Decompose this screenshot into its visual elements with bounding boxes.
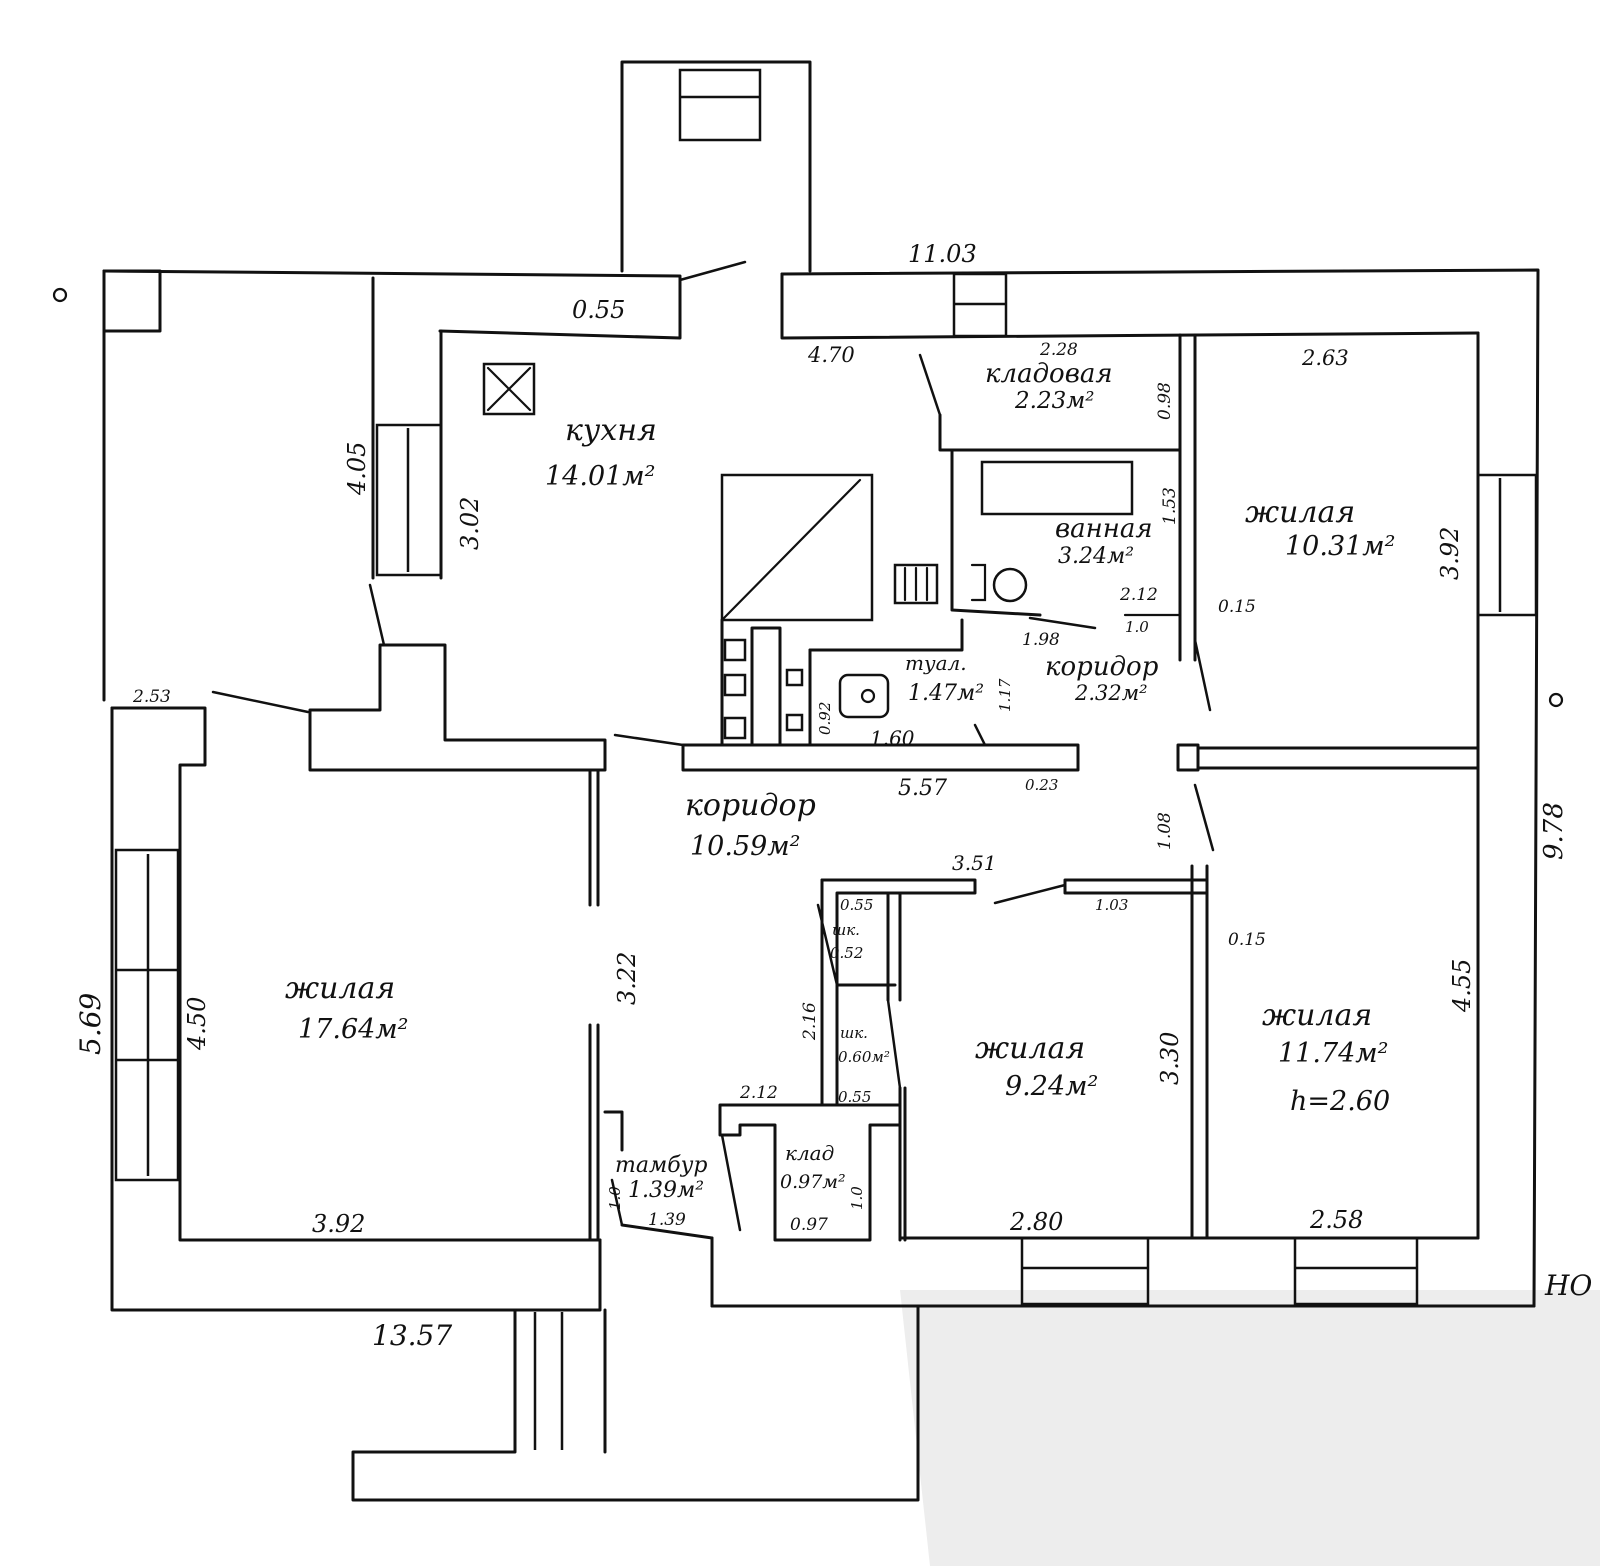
closet-1-dims: 0.52 <box>830 944 863 962</box>
closet-2-area: 0.60м² <box>838 1048 890 1066</box>
kitchen-area: 14.01м² <box>545 461 656 492</box>
dim-overall-left: 5.69 <box>74 993 107 1055</box>
living-center-name: жилая <box>975 1031 1085 1066</box>
dim-wall-015-b: 0.15 <box>1228 930 1266 950</box>
toilet-name: туал. <box>905 651 967 675</box>
storage-top-name: кладовая <box>985 359 1113 389</box>
living-top-right-name: жилая <box>1245 495 1355 530</box>
dim-storage-depth: 0.98 <box>1155 382 1175 420</box>
dim-overall-right: 9.78 <box>1539 802 1569 860</box>
dim-living-left-width: 3.92 <box>312 1210 365 1238</box>
bath-name: ванная <box>1055 514 1153 544</box>
storage-small-name: клад <box>785 1141 834 1165</box>
living-left-area: 17.64м² <box>298 1014 409 1045</box>
living-center-area: 9.24м² <box>1005 1071 1098 1102</box>
living-top-right-area: 10.31м² <box>1285 531 1396 562</box>
corridor-small-name: коридор <box>1045 652 1159 682</box>
dim-living-center-width: 2.80 <box>1009 1208 1063 1236</box>
living-left-name: жилая <box>285 971 395 1006</box>
room-labels: кухня 14.01м² кладовая 2.23м² ванная 3.2… <box>285 359 1396 1203</box>
closet-2-name: шк. <box>840 1024 868 1042</box>
punch-hole-left <box>52 287 68 303</box>
dim-corridor-wall: 0.23 <box>1025 776 1058 794</box>
dim-closet-wall-width: 3.51 <box>952 851 997 875</box>
dim-bath-height: 1.53 <box>1160 487 1180 525</box>
washbasin-icon <box>992 567 1028 603</box>
bath-area: 3.24м² <box>1058 544 1134 569</box>
dim-wall-015-a: 0.15 <box>1218 597 1256 617</box>
dim-living-right-height: 4.55 <box>1448 959 1476 1013</box>
dim-toilet-width: 1.60 <box>870 726 915 750</box>
dim-living-tr-width: 2.63 <box>1301 346 1349 370</box>
dim-kitchen-height: 3.02 <box>456 497 484 550</box>
corridor-small-area: 2.32м² <box>1074 681 1148 705</box>
dim-top-overall: 11.03 <box>908 240 977 268</box>
paper-shadow <box>900 1290 1600 1566</box>
dim-vestibule-side: 1.0 <box>606 1186 624 1210</box>
dim-kitchen-width: 4.70 <box>807 343 855 367</box>
dimension-labels: 11.03 0.55 4.70 2.28 0.98 2.63 3.02 4.05… <box>74 240 1592 1352</box>
storage-small-area: 0.97м² <box>780 1171 846 1193</box>
corridor-main-area: 10.59м² <box>690 831 801 862</box>
closet-1-name: шк. <box>832 921 860 939</box>
punch-hole-right <box>1548 692 1564 708</box>
dim-left-wall: 4.05 <box>343 442 371 496</box>
dim-living-center-height: 3.30 <box>1156 1032 1184 1085</box>
dim-storage-small-side: 1.0 <box>848 1186 866 1210</box>
dim-kitchen-wall-left: 0.55 <box>572 296 625 324</box>
dim-corridor-small-width: 1.98 <box>1022 630 1060 650</box>
living-right-area: 11.74м² <box>1278 1038 1389 1069</box>
dim-corridor-width: 3.22 <box>613 952 641 1005</box>
toilet-icon <box>838 673 890 719</box>
dim-corridor-side: 1.08 <box>1155 812 1175 850</box>
living-right-height: h=2.60 <box>1290 1086 1390 1117</box>
dim-storage-width: 2.28 <box>1039 340 1078 360</box>
kitchen-name: кухня <box>565 413 657 448</box>
dim-closet-bottom: 0.55 <box>838 1088 871 1106</box>
dim-vestibule-width-top: 2.12 <box>739 1083 778 1103</box>
corner-mark: НО <box>1544 1269 1592 1302</box>
outer-walls <box>102 60 1540 1502</box>
interior-walls <box>308 276 1480 1242</box>
dim-overall-bottom: 13.57 <box>372 1319 452 1352</box>
dim-living-right-width: 2.58 <box>1309 1206 1363 1234</box>
dim-toilet-side: 1.17 <box>996 678 1014 712</box>
dim-toilet-depth: 0.92 <box>816 702 834 735</box>
dim-living-tr-height: 3.92 <box>1436 527 1464 580</box>
corridor-main-name: коридор <box>685 788 816 823</box>
dim-living-center-top: 1.03 <box>1095 896 1128 914</box>
dim-storage-small-width: 0.97 <box>790 1215 828 1235</box>
dim-living-left-height: 4.50 <box>183 997 211 1051</box>
dim-vestibule-dim: 1.39 <box>648 1210 686 1230</box>
living-right-name: жилая <box>1262 998 1372 1033</box>
dim-bath-width: 2.12 <box>1119 585 1158 605</box>
toilet-area: 1.47м² <box>908 681 984 706</box>
dim-bath-door: 1.0 <box>1125 618 1149 636</box>
fixtures <box>482 362 1028 740</box>
storage-top-area: 2.23м² <box>1014 388 1095 414</box>
dim-left-entry: 2.53 <box>132 687 171 707</box>
door-swings <box>211 260 1215 1232</box>
dim-closet-side: 2.16 <box>800 1002 820 1041</box>
vestibule-name: тамбур <box>615 1153 708 1178</box>
dim-corridor-length: 5.57 <box>898 776 947 801</box>
dim-closet-top: 0.55 <box>840 896 873 914</box>
vestibule-area: 1.39м² <box>628 1178 704 1203</box>
